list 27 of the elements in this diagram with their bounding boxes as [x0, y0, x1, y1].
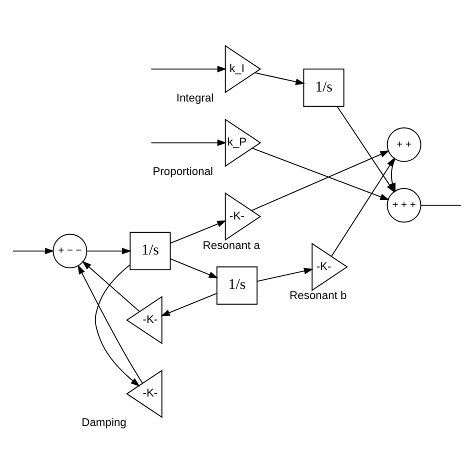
- arrow: [82, 260, 140, 312]
- arrow: [170, 258, 218, 278]
- arrow: [94, 264, 140, 386]
- connector: [420, 204, 462, 206]
- node-label: Resonant b: [290, 290, 347, 302]
- arrow: [389, 158, 396, 192]
- arrow: [12, 247, 54, 254]
- arrow: [86, 247, 132, 254]
- node-box: 1/s: [130, 231, 171, 270]
- arrow: [150, 65, 227, 72]
- arrow: [160, 292, 218, 316]
- node-box: 1/s: [216, 266, 258, 304]
- arrow: [252, 147, 390, 200]
- node-box: 1/s: [303, 68, 344, 106]
- node-label: Damping: [82, 416, 126, 429]
- node-label: Integral: [176, 92, 214, 104]
- arrow: [251, 150, 390, 210]
- arrow: [78, 264, 143, 384]
- arrow: [170, 220, 226, 244]
- node-circle: + +: [386, 126, 422, 162]
- arrow: [256, 267, 314, 282]
- node-circle: + − −: [52, 233, 88, 268]
- arrow: [254, 72, 305, 84]
- node-label: Resonant a: [202, 239, 260, 252]
- node-label: Proportional: [152, 166, 214, 178]
- node-circle: + + +: [386, 188, 422, 222]
- arrow: [150, 139, 227, 146]
